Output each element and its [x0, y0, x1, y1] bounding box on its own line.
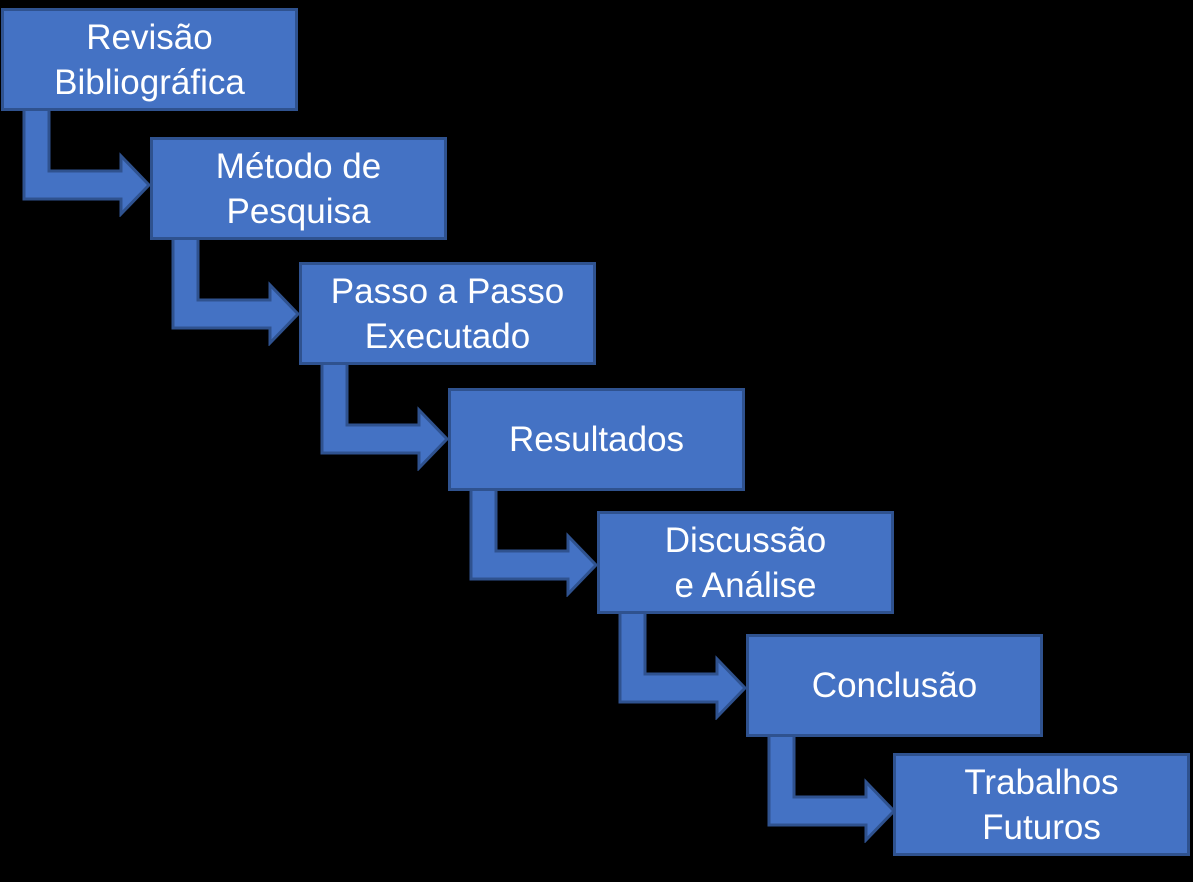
- bent-arrow-shape: [767, 733, 897, 843]
- flow-step-label-line: e Análise: [674, 565, 817, 605]
- flow-step-label-line: Executado: [364, 316, 531, 356]
- bent-arrow-shape: [618, 610, 748, 720]
- bent-arrow-shape: [320, 361, 450, 471]
- flow-step-label-line: Discussão: [664, 520, 827, 560]
- bent-arrow-shape: [22, 107, 152, 217]
- bent-arrow-connector-5-to-6: [618, 610, 748, 720]
- flow-step-label-line: Passo a Passo: [330, 271, 565, 311]
- bent-arrow-connector-1-to-2: [22, 107, 152, 217]
- bent-arrow-connector-2-to-3: [171, 236, 301, 346]
- flow-step-label-line: Trabalhos: [964, 762, 1119, 802]
- bent-arrow-connector-3-to-4: [320, 361, 450, 471]
- flow-step-box-4: Resultados: [448, 388, 745, 491]
- flow-step-box-2: Método de Pesquisa: [150, 137, 447, 240]
- bent-arrow-connector-6-to-7: [767, 733, 897, 843]
- flow-step-label-line: Futuros: [982, 807, 1101, 847]
- flow-step-label-line: Revisão: [86, 17, 213, 57]
- bent-arrow-shape: [171, 236, 301, 346]
- flow-step-label-line: Resultados: [508, 420, 685, 459]
- flow-step-box-5: Discussão e Análise: [597, 511, 894, 614]
- flow-step-label-line: Bibliográfica: [54, 62, 245, 102]
- flow-step-label-line: Método de: [215, 146, 382, 186]
- bent-arrow-shape: [469, 487, 599, 597]
- flow-step-label-line: Conclusão: [811, 666, 978, 705]
- flow-step-label-line: Pesquisa: [226, 191, 371, 231]
- flow-step-box-6: Conclusão: [746, 634, 1043, 737]
- bent-arrow-connector-4-to-5: [469, 487, 599, 597]
